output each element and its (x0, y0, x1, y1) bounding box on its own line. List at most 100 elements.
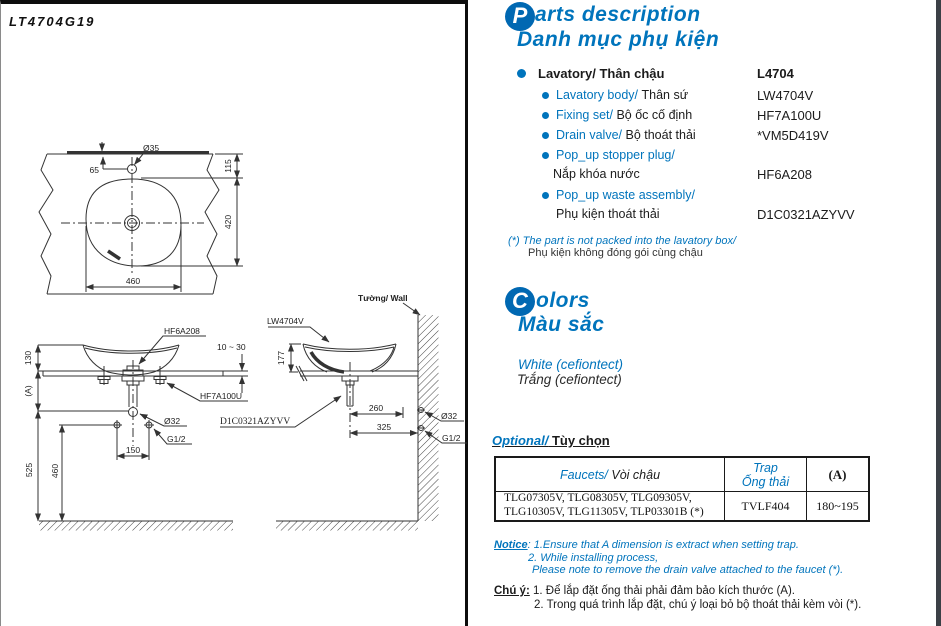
part-label-vi: Bộ ốc cố định (616, 108, 693, 122)
part-item-popup-stopper: Pop_up stopper plug/ (542, 148, 675, 162)
faucets-header-cell: Faucets/ Vòi chậu (496, 458, 725, 492)
part-code: D1C0321AZYVV (757, 207, 855, 222)
hole-dia-leader (134, 153, 167, 165)
top-view-drawing (38, 142, 243, 295)
dim-hole-offset-label: 65 (90, 165, 100, 175)
popup-plug-leader (138, 335, 206, 365)
part-item-lavatory-body: Lavatory body/ Thân sứ LW4704V (542, 88, 813, 103)
basin-outline-top (85, 178, 182, 267)
clamp-right-nut (155, 379, 165, 384)
dim-420-label: 420 (223, 215, 233, 229)
dim-260-label: 260 (369, 403, 383, 413)
dim-130-label: 130 (23, 351, 33, 365)
part-item-popup-waste-vi: Phụ kiện thoát thải D1C0321AZYVV (556, 207, 855, 222)
parts-heading-initial: P (512, 3, 528, 28)
faucets-header-vi: Vòi chậu (607, 467, 661, 482)
part-code: L4704 (757, 66, 794, 81)
part-item-lavatory: Lavatory/ Thân chậu L4704 (517, 66, 794, 81)
bowl-rim (82, 344, 180, 352)
technical-drawing-svg: Ø35 65 115 420 460 (23, 142, 467, 531)
counter-thickness-label: 10 ~ 30 (217, 342, 246, 352)
optional-heading: Optional/ Tùy chọn (492, 433, 610, 448)
part-item-drain-valve: Drain valve/ Bộ thoát thải *VM5D419V (542, 128, 829, 143)
dim-115-label: 115 (223, 159, 233, 173)
slab-break-1 (295, 365, 305, 382)
dim-325-label: 325 (377, 422, 391, 432)
colors-heading-vi: Màu sắc (518, 313, 605, 336)
waste-assembly-label: D1C0321AZYVV (220, 417, 290, 427)
part-code: HF6A208 (757, 167, 812, 182)
part-code: HF7A100U (757, 108, 822, 123)
part-item-popup-stopper-vi: Nắp khóa nước HF6A208 (553, 167, 812, 182)
part-label-en: Fixing set/ (556, 108, 613, 122)
part-label-en: Lavatory/ (538, 66, 596, 81)
floor-hatch-left (39, 521, 233, 531)
faucets-line2: TLG10305V, TLG11305V, TLP03301B (*) (504, 506, 704, 518)
color-option-vi: Trắng (cefiontect) (517, 372, 622, 387)
colors-heading-initial: C (512, 288, 528, 313)
parts-footnote-en: (*) The part is not packed into the lava… (508, 235, 737, 247)
a-range-cell: 180~195 (816, 498, 859, 513)
side-bowl-right-inner (369, 346, 395, 372)
part-label-en: Lavatory body/ (556, 88, 638, 102)
counter-left-break (38, 153, 54, 295)
optional-table: Faucets/ Vòi chậu Trap Ống thải (A) TLG0… (494, 456, 870, 522)
part-code: LW4704V (757, 88, 814, 103)
part-code: *VM5D419V (757, 128, 829, 143)
notice-line-3: Please note to remove the drain valve at… (532, 564, 844, 576)
technical-drawing-panel: LT4704G19 (0, 0, 468, 626)
dim-460h-label: 460 (50, 464, 60, 478)
side-bowl-rim (302, 343, 397, 350)
front-view-drawing (35, 335, 248, 531)
supply-thread-leader (153, 428, 192, 445)
side-bowl-left (302, 343, 328, 373)
parts-heading-en: arts description (535, 3, 701, 26)
optional-heading-vi: Tùy chọn (548, 433, 610, 448)
notice-line-2: 2. While installing process, (528, 552, 659, 564)
chuy-label: Chú ý: (494, 585, 530, 597)
clamp-left-nut (99, 379, 109, 384)
dim-A-label: (A) (23, 385, 33, 397)
parts-heading-vi: Danh mục phụ kiện (517, 28, 720, 51)
front-supply-thread-label: G1/2 (167, 434, 186, 444)
bowl-right (153, 344, 180, 373)
fixing-set-leader (166, 382, 248, 402)
side-view-drawing (220, 302, 467, 531)
bullet-icon (517, 69, 526, 78)
dim-hole-diameter-label: Ø35 (143, 143, 159, 153)
side-bowl-right (371, 343, 397, 373)
part-label-en: Pop_up waste assembly/ (556, 188, 695, 202)
optional-table-header: Faucets/ Vòi chậu Trap Ống thải (A) (496, 458, 868, 492)
faucets-header-en: Faucets/ (559, 467, 608, 482)
side-bowl-shade (309, 351, 345, 374)
chuy-text-1: 1. Để lắp đặt ống thải phải đảm bảo kích… (529, 585, 795, 597)
body-label: LW4704V (267, 316, 304, 326)
trap-header-line2: Ống thải (741, 474, 790, 489)
part-label-vi: Phụ kiện thoát thải (556, 207, 660, 221)
part-item-popup-waste: Pop_up waste assembly/ (542, 188, 695, 202)
side-bowl-rim-inner (304, 346, 395, 352)
side-supply-thread-label: G1/2 (442, 433, 461, 443)
part-label-vi: Bộ thoát thải (625, 128, 696, 142)
chuy-line-1: Chú ý: 1. Để lắp đặt ống thải phải đảm b… (494, 585, 795, 597)
colors-heading-initial-badge: C (505, 287, 535, 316)
popup-plug-label: HF6A208 (164, 326, 200, 336)
side-supply-leader (424, 430, 467, 444)
side-drain-dia-label: Ø32 (441, 411, 457, 421)
color-option-en: White (cefiontect) (518, 357, 624, 372)
notice-label: Notice (494, 539, 528, 551)
optional-table-row: TLG07305V, TLG08305V, TLG09305V, TLG1030… (496, 492, 868, 520)
counter-right-break (204, 153, 220, 295)
part-item-fixing-set: Fixing set/ Bộ ốc cố định HF7A100U (542, 108, 821, 123)
part-label-en: Drain valve/ (556, 128, 622, 142)
wall-leader (402, 302, 421, 316)
body-leader (268, 326, 330, 343)
part-label-vi: Nắp khóa nước (553, 167, 640, 181)
part-label-en: Pop_up stopper plug/ (556, 148, 675, 162)
waste-assembly-leader (220, 395, 342, 428)
faucets-line1: TLG07305V, TLG08305V, TLG09305V, (504, 492, 692, 505)
info-panel: P arts description Danh mục phụ kiện Lav… (472, 0, 936, 626)
side-drain-dia-leader (424, 411, 464, 422)
slab-break-2 (298, 365, 308, 382)
